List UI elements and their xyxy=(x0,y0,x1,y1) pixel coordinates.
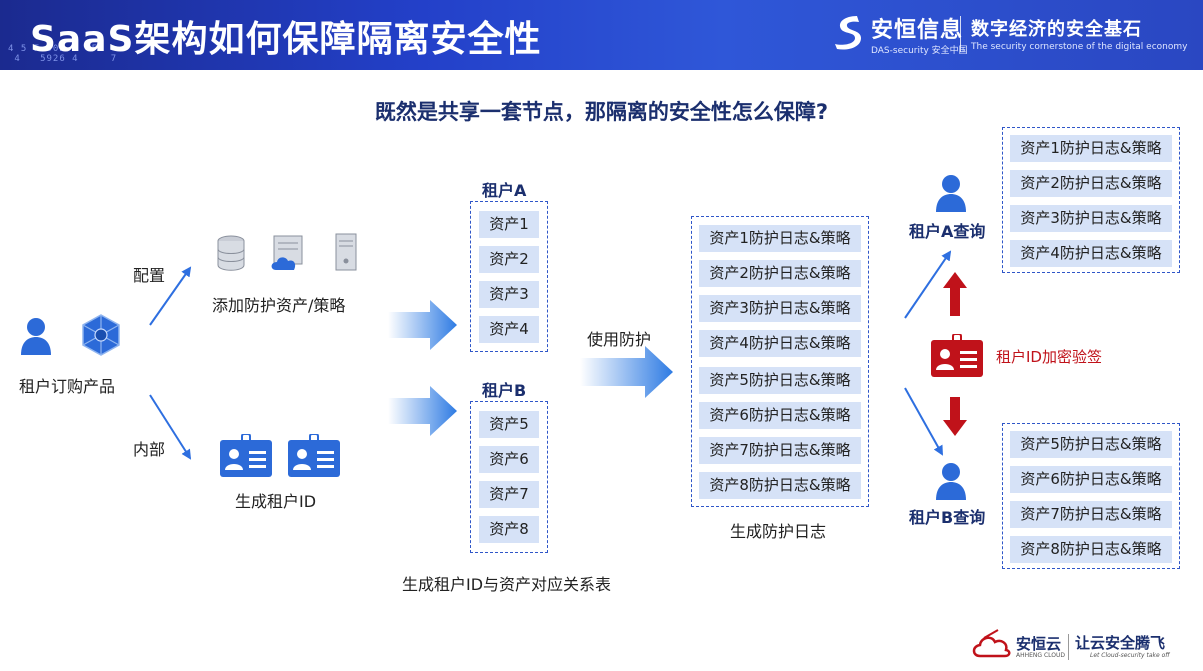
arrow-to-config xyxy=(149,266,192,326)
user-icon xyxy=(936,463,966,500)
server-tower-icon xyxy=(335,233,357,271)
arrow-to-b-query xyxy=(904,387,943,456)
log-item: 资产2防护日志&策略 xyxy=(699,260,861,287)
log-item: 资产8防护日志&策略 xyxy=(1010,536,1172,563)
asset-item: 资产2 xyxy=(479,246,539,273)
mapping-table-label: 生成租户ID与资产对应关系表 xyxy=(402,575,612,594)
asset-item: 资产7 xyxy=(479,481,539,508)
big-arrow-to-tenant-a xyxy=(388,300,457,350)
gen-id-label: 生成租户ID xyxy=(235,492,317,511)
tenant-b-logs-group: 资产5防护日志&策略 资产6防护日志&策略 资产7防护日志&策略 资产8防护日志… xyxy=(1002,423,1180,569)
use-protect-label: 使用防护 xyxy=(587,330,652,349)
red-arrow-up xyxy=(943,272,967,316)
footer-divider xyxy=(1068,634,1069,660)
log-item: 资产7防护日志&策略 xyxy=(699,437,861,464)
header-banner: 4 5 F D0D F 4 5926 4 7 SaaS架构如何保障隔离安全性 安… xyxy=(0,0,1203,70)
tenant-buy-label: 租户订购产品 xyxy=(19,377,116,396)
log-item: 资产6防护日志&策略 xyxy=(1010,466,1172,493)
asset-item: 资产4 xyxy=(479,316,539,343)
header-code-decoration: 4 5 F D0D F 4 5926 4 7 xyxy=(8,44,118,64)
red-arrow-down xyxy=(943,397,967,436)
user-icon xyxy=(21,318,51,355)
tenant-b-query-label: 租户B查询 xyxy=(909,508,986,527)
product-cube-icon xyxy=(82,314,120,356)
log-item: 资产1防护日志&策略 xyxy=(1010,135,1172,162)
log-item: 资产2防护日志&策略 xyxy=(1010,170,1172,197)
asset-item: 资产8 xyxy=(479,516,539,543)
add-asset-label: 添加防护资产/策略 xyxy=(212,296,346,315)
log-item: 资产6防护日志&策略 xyxy=(699,402,861,429)
big-arrow-to-tenant-b xyxy=(388,386,457,436)
verify-label: 租户ID加密验签 xyxy=(996,348,1102,366)
internal-label: 内部 xyxy=(133,440,166,459)
tenant-a-logs-group: 资产1防护日志&策略 资产2防护日志&策略 资产3防护日志&策略 资产4防护日志… xyxy=(1002,127,1180,273)
log-item: 资产1防护日志&策略 xyxy=(699,225,861,252)
user-icon xyxy=(936,175,966,212)
cloud-logo-icon xyxy=(972,629,1011,658)
arrow-to-internal xyxy=(149,394,192,460)
asset-item: 资产3 xyxy=(479,281,539,308)
question-heading: 既然是共享一套节点，那隔离的安全性怎么保障? xyxy=(374,100,829,124)
logo-divider xyxy=(960,16,961,52)
log-item: 资产4防护日志&策略 xyxy=(699,330,861,357)
database-icon xyxy=(217,235,245,271)
company-logo: 安恒信息 DAS-security 安全中国 数字经济的安全基石 The sec… xyxy=(823,0,1203,70)
tenant-a-query-label: 租户A查询 xyxy=(909,222,986,241)
id-card-icon xyxy=(220,434,272,477)
log-item: 资产4防护日志&策略 xyxy=(1010,240,1172,267)
gen-logs-label: 生成防护日志 xyxy=(730,522,827,541)
tenant-b-title: 租户B xyxy=(482,381,527,400)
das-logo-icon xyxy=(835,16,861,50)
log-item: 资产8防护日志&策略 xyxy=(699,472,861,499)
asset-item: 资产6 xyxy=(479,446,539,473)
asset-item: 资产5 xyxy=(479,411,539,438)
id-card-verify-icon xyxy=(931,334,983,377)
log-item: 资产3防护日志&策略 xyxy=(699,295,861,322)
cloud-server-icon xyxy=(271,235,303,270)
id-card-icon xyxy=(288,434,340,477)
config-label: 配置 xyxy=(133,266,166,285)
log-item: 资产5防护日志&策略 xyxy=(699,367,861,394)
log-item: 资产7防护日志&策略 xyxy=(1010,501,1172,528)
big-arrow-use-protect xyxy=(580,346,673,398)
arrow-to-a-query xyxy=(904,250,952,319)
asset-item: 资产1 xyxy=(479,211,539,238)
protection-logs-group: 资产1防护日志&策略 资产2防护日志&策略 资产3防护日志&策略 资产4防护日志… xyxy=(691,216,869,507)
tenant-a-title: 租户A xyxy=(482,181,527,200)
tenant-a-asset-group: 资产1 资产2 资产3 资产4 xyxy=(470,201,548,352)
tenant-b-asset-group: 资产5 资产6 资产7 资产8 xyxy=(470,401,548,553)
log-item: 资产5防护日志&策略 xyxy=(1010,431,1172,458)
page-title: SaaS架构如何保障隔离安全性 xyxy=(30,19,542,60)
log-item: 资产3防护日志&策略 xyxy=(1010,205,1172,232)
